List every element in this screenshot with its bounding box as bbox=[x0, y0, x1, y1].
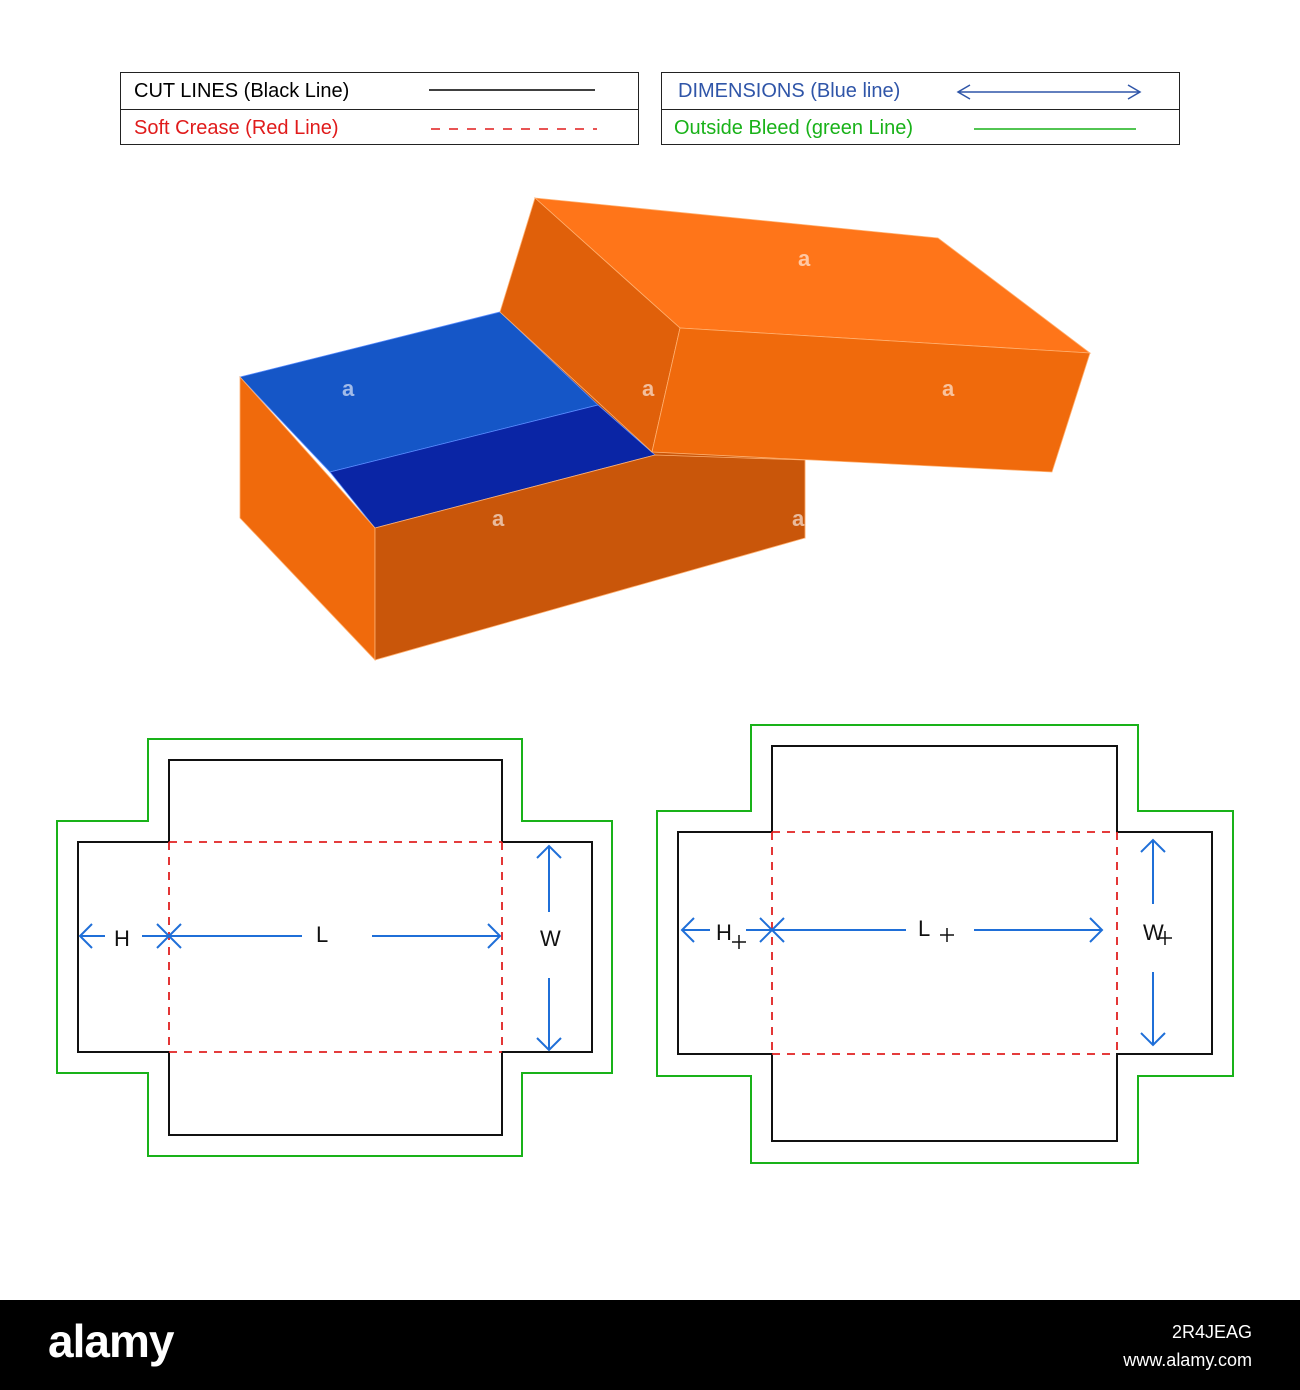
dimension-label-w: W bbox=[1143, 920, 1164, 945]
footer-bar: alamy 2R4JEAG www.alamy.com bbox=[0, 1300, 1300, 1390]
footer-url[interactable]: www.alamy.com bbox=[1123, 1350, 1252, 1370]
legend-label-soft-crease: Soft Crease (Red Line) bbox=[134, 116, 339, 139]
crease-lines-left bbox=[168, 841, 503, 1053]
dimension-label-h: H bbox=[114, 926, 130, 951]
box-illustration: a a a a a a bbox=[239, 197, 1092, 662]
registration-marks bbox=[732, 928, 1172, 949]
dimension-arrows-left bbox=[78, 844, 562, 1052]
cut-outline-left bbox=[77, 759, 593, 1136]
box-base-front-face bbox=[374, 454, 806, 661]
dieline-left: H L W bbox=[56, 738, 613, 1157]
bleed-outline-right bbox=[656, 724, 1234, 1164]
legend-sample-cut-line bbox=[429, 89, 595, 91]
dieline-right: H L W bbox=[656, 724, 1234, 1164]
legend-label-outside-bleed: Outside Bleed (green Line) bbox=[674, 116, 914, 139]
legend-row-cut-lines: CUT LINES (Black Line) bbox=[121, 73, 638, 109]
watermark-mark: a bbox=[492, 506, 505, 531]
dimension-label-l: L bbox=[918, 916, 930, 941]
legend-label-dimensions: DIMENSIONS (Blue line) bbox=[678, 79, 901, 102]
legend-row-soft-crease: Soft Crease (Red Line) bbox=[121, 109, 638, 146]
crease-lines-right bbox=[771, 831, 1118, 1055]
legend-row-outside-bleed: Outside Bleed (green Line) bbox=[662, 109, 1179, 146]
bleed-outline-left bbox=[56, 738, 613, 1157]
legend-sample-bleed-line bbox=[974, 128, 1136, 130]
watermark-mark: a bbox=[342, 376, 355, 401]
legend-row-dimensions: DIMENSIONS (Blue line) bbox=[662, 73, 1179, 109]
legend-box-right: DIMENSIONS (Blue line) Outside Bleed (gr… bbox=[661, 72, 1180, 145]
dimension-label-h: H bbox=[716, 920, 732, 945]
legend-box-left: CUT LINES (Black Line) Soft Crease (Red … bbox=[120, 72, 639, 145]
dimension-label-w: W bbox=[540, 926, 561, 951]
dimension-arrows-right bbox=[680, 838, 1166, 1047]
legend-sample-dimension-arrow bbox=[956, 84, 1142, 100]
watermark-mark: a bbox=[642, 376, 655, 401]
cut-outline-right bbox=[677, 745, 1213, 1142]
dimension-label-l: L bbox=[316, 922, 328, 947]
box-lid bbox=[499, 197, 1092, 473]
watermark-mark: a bbox=[942, 376, 955, 401]
watermark-mark: a bbox=[792, 506, 805, 531]
legend-label-cut-lines: CUT LINES (Black Line) bbox=[134, 79, 350, 102]
footer-image-id: 2R4JEAG bbox=[1171, 1322, 1252, 1342]
watermark-mark: a bbox=[798, 246, 811, 271]
footer-logo[interactable]: alamy bbox=[48, 1315, 174, 1367]
watermark-marks: a a a a a a bbox=[342, 246, 955, 531]
box-lid-front-face bbox=[651, 327, 1091, 473]
